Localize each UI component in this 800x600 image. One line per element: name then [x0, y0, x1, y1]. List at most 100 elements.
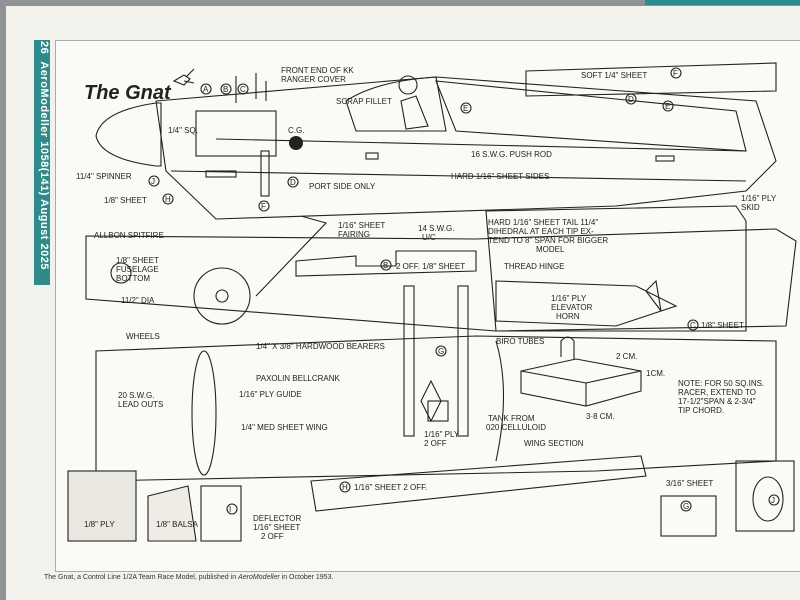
svg-text:E: E	[665, 102, 670, 111]
label-h-ply-2: 2 OFF	[424, 439, 447, 448]
label-hard-sides: HARD 1/16" SHEET SIDES	[451, 172, 549, 181]
part-markers: A B C D E F D E F H J B C G H I I J G	[148, 67, 780, 524]
label-elevator-3: HORN	[556, 312, 580, 321]
label-tank-2: 020 CELLULOID	[486, 423, 546, 432]
label-spinner: 11/4" SPINNER	[76, 172, 132, 181]
svg-text:H: H	[342, 483, 348, 492]
svg-text:F: F	[673, 69, 678, 78]
label-tail-4: MODEL	[536, 245, 565, 254]
header-accent-bar	[645, 0, 800, 5]
label-bearers: 1/4" X 3/8" HARDWOOD BEARERS	[256, 342, 385, 351]
label-sheet-18: 1/8" SHEET	[104, 196, 147, 205]
label-ranger-cover: RANGER COVER	[281, 75, 346, 84]
label-port-side: PORT SIDE ONLY	[309, 182, 376, 191]
label-wheels-2: WHEELS	[126, 332, 160, 341]
plan-labels: FRONT END OF KK RANGER COVER SCRAP FILLE…	[76, 66, 777, 541]
svg-text:E: E	[463, 104, 468, 113]
label-swg-uc-1: 14 S.W.G.	[418, 224, 454, 233]
svg-text:B: B	[223, 85, 228, 94]
label-swg-uc-2: U/C	[422, 233, 436, 242]
gnat-logo-icon	[172, 68, 195, 86]
label-deflector-3: 2 OFF	[261, 532, 284, 541]
svg-text:F: F	[261, 202, 266, 211]
plan-svg: The Gnat A B C D E F D E F H J B C	[67, 62, 797, 542]
spine-text: 26 AeroModeller 1058(141) August 2025	[34, 40, 50, 285]
label-med-wing: 1/4" MED SHEET WING	[241, 423, 328, 432]
fuselage-bottom	[85, 228, 797, 332]
svg-text:J: J	[151, 177, 155, 186]
caption-lead: The Gnat, a Control Line 1/2A Team Race …	[44, 574, 237, 581]
label-deflector-1: DEFLECTOR	[253, 514, 302, 523]
label-thread-hinge: THREAD HINGE	[504, 262, 564, 271]
label-fuselage-2: FUSELAGE	[116, 265, 159, 274]
label-fuselage-3: BOTTOM	[116, 274, 150, 283]
label-ply-skid-2: SKID	[741, 203, 760, 212]
caption-tail: in October 1953.	[281, 574, 334, 581]
label-elevator-2: ELEVATOR	[551, 303, 593, 312]
label-g-sheet: 1/16" SHEET 2 OFF.	[354, 483, 427, 492]
label-ply18: 1/8" PLY	[84, 520, 115, 529]
svg-text:D: D	[290, 178, 296, 187]
label-front-end: FRONT END OF KK	[281, 66, 354, 75]
spine-title: AeroModeller 1058(141) August 2025	[38, 61, 50, 270]
label-fairing-2: FAIRING	[338, 230, 370, 239]
label-cg: C.G.	[288, 126, 304, 135]
label-note-1: NOTE: FOR 50 SQ.INS.	[678, 379, 764, 388]
label-three-eight: 3·8 CM.	[586, 412, 614, 421]
caption-mag: AeroModeller	[238, 574, 280, 581]
soft-sheet-strip	[525, 62, 777, 97]
svg-text:A: A	[203, 85, 209, 94]
label-one-cm: 1CM.	[646, 369, 665, 378]
svg-text:G: G	[438, 347, 444, 356]
label-note-2: RACER, EXTEND TO	[678, 388, 756, 397]
label-wheels-1: 11/2" DIA	[121, 296, 155, 305]
label-elevator-1: 1/16" PLY	[551, 294, 587, 303]
svg-text:C: C	[690, 321, 696, 330]
label-three16: 3/16" SHEET	[666, 479, 713, 488]
svg-text:G: G	[683, 502, 689, 511]
sheet-2-off	[295, 250, 477, 277]
label-two-cm: 2 CM.	[616, 352, 637, 361]
svg-text:D: D	[628, 95, 634, 104]
label-h-ply-1: 1/16" PLY	[424, 430, 460, 439]
label-allbon: ALLBON SPITFIRE	[94, 231, 164, 240]
label-bellcrank: PAXOLIN BELLCRANK	[256, 374, 341, 383]
label-balsa18: 1/8" BALSA	[156, 520, 199, 529]
svg-text:J: J	[771, 496, 775, 505]
undercarriage-leg	[255, 215, 328, 297]
svg-text:H: H	[165, 195, 171, 204]
bottom-parts	[67, 460, 795, 542]
elevator	[495, 280, 678, 327]
sheet-panel-e	[435, 80, 747, 152]
label-note-3: 17-1/2"SPAN & 2-3/4"	[678, 397, 756, 406]
label-fairing-1: 1/16" SHEET	[338, 221, 385, 230]
label-soft-sheet: SOFT 1/4" SHEET	[581, 71, 647, 80]
svg-text:C: C	[240, 85, 246, 94]
label-push-rod: 16 S.W.G. PUSH ROD	[471, 150, 552, 159]
figure-caption: The Gnat, a Control Line 1/2A Team Race …	[44, 574, 333, 581]
label-tail-1: HARD 1/16" SHEET TAIL 11/4"	[488, 218, 598, 227]
fuselage-hole	[110, 262, 132, 284]
label-c-sheet: 1/8" SHEET	[701, 321, 744, 330]
wing-tip-panel	[310, 455, 647, 512]
wing-plan	[95, 285, 777, 482]
label-note-4: TIP CHORD.	[678, 406, 724, 415]
label-tail-2: DIHEDRAL AT EACH TIP EX-	[488, 227, 594, 236]
label-tail-3: TEND TO 8" SPAN FOR BIGGER	[488, 236, 608, 245]
label-lead-2: LEAD OUTS	[118, 400, 163, 409]
tail-plane	[485, 205, 747, 332]
label-tank-1: TANK FROM	[488, 414, 535, 423]
plan-title: The Gnat	[84, 82, 172, 104]
label-ply-guide: 1/16" PLY GUIDE	[239, 390, 302, 399]
fuselage-side-view	[95, 73, 777, 220]
plan-drawing: The Gnat A B C D E F D E F H J B C	[55, 40, 800, 572]
label-fuselage-1: 1/8" SHEET	[116, 256, 159, 265]
label-sq: 1/4" SQ.	[168, 126, 198, 135]
label-biro: BIRO TUBES	[496, 337, 544, 346]
label-wing-section: WING SECTION	[524, 439, 584, 448]
label-ply-skid-1: 1/16" PLY	[741, 194, 777, 203]
page-number: 26	[38, 41, 50, 55]
fuel-tank	[520, 336, 642, 407]
label-scrap-fillet: SCRAP FILLET	[336, 97, 392, 106]
label-deflector-2: 1/16" SHEET	[253, 523, 300, 532]
